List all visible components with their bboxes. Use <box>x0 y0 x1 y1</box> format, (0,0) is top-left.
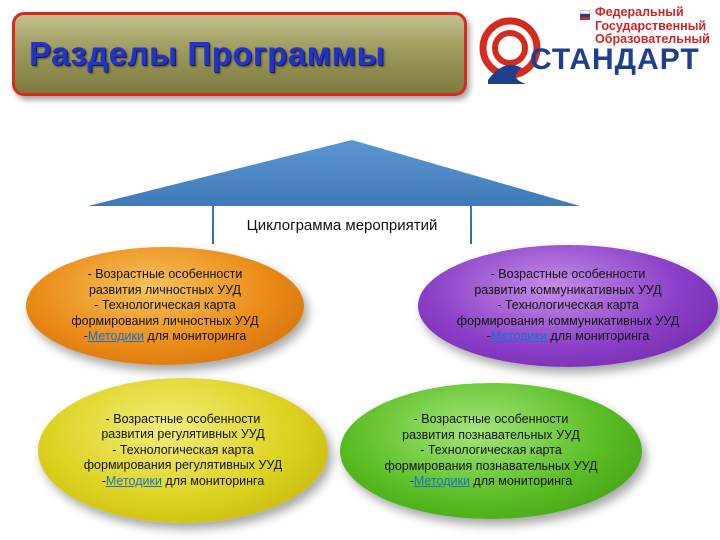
methods-link[interactable]: Методики <box>490 329 547 344</box>
block-line: развития коммуникативных УУД <box>474 282 662 297</box>
cyclogram-label: Циклограмма мероприятий <box>246 216 438 234</box>
block-line: формирования познавательных УУД <box>384 458 598 473</box>
org-name: Федеральный Государственный Образователь… <box>595 5 710 47</box>
standard-wordmark: СТАНДАРТ <box>530 43 700 76</box>
block-line: формирования регулятивных УУД <box>83 458 283 473</box>
cognitive-uud-block: - Возрастные особенности развития познав… <box>340 383 642 519</box>
block-line: - Возрастные особенности <box>490 267 646 282</box>
page-title: Разделы Программы <box>29 35 386 72</box>
monitoring-text: для мониторинга <box>161 473 265 488</box>
block-line: развития личностных УУД <box>88 282 242 297</box>
personal-uud-block: - Возрастные особенности развития личнос… <box>26 247 304 365</box>
regulatory-uud-block: - Возрастные особенности развития регуля… <box>38 378 328 523</box>
block-line: - Возрастные особенности <box>105 411 261 426</box>
block-line: - Возрастные особенности <box>87 267 243 282</box>
block-line: - Технологическая карта <box>497 298 639 313</box>
block-method-line: -Методики для мониторинга <box>84 474 283 490</box>
methods-link[interactable]: Методики <box>105 473 162 488</box>
fgos-logo <box>479 17 541 84</box>
methods-link[interactable]: Методики <box>413 474 470 489</box>
block-line: - Технологическая карта <box>112 442 254 457</box>
dash: - <box>486 329 491 344</box>
methods-link[interactable]: Методики <box>87 329 144 344</box>
block-line: развития познавательных УУД <box>402 427 580 442</box>
dash: - <box>101 473 106 488</box>
block-line: развития регулятивных УУД <box>101 427 265 442</box>
block-line: - Возрастные особенности <box>413 412 569 427</box>
block-method-line: -Методики для мониторинга <box>385 474 598 490</box>
block-line: - Технологическая карта <box>94 298 236 313</box>
dash: - <box>83 329 88 344</box>
org-line: Государственный <box>595 18 707 33</box>
title-banner: Разделы Программы <box>12 12 467 96</box>
block-line: формирования личностных УУД <box>71 313 259 328</box>
block-method-line: -Методики для мониторинга <box>457 329 679 345</box>
block-line: формирования коммуникативных УУД <box>456 313 680 328</box>
monitoring-text: для мониторинга <box>143 329 247 344</box>
block-line: - Технологическая карта <box>420 443 562 458</box>
communicative-uud-block: - Возрастные особенности развития коммун… <box>418 245 718 367</box>
monitoring-text: для мониторинга <box>546 329 650 344</box>
org-line: Федеральный <box>595 5 684 19</box>
monitoring-text: для мониторинга <box>469 474 573 489</box>
org-line: Образовательный <box>595 32 710 46</box>
dash: - <box>409 474 414 489</box>
russian-flag-icon <box>580 10 590 20</box>
block-method-line: -Методики для мониторинга <box>71 329 258 345</box>
